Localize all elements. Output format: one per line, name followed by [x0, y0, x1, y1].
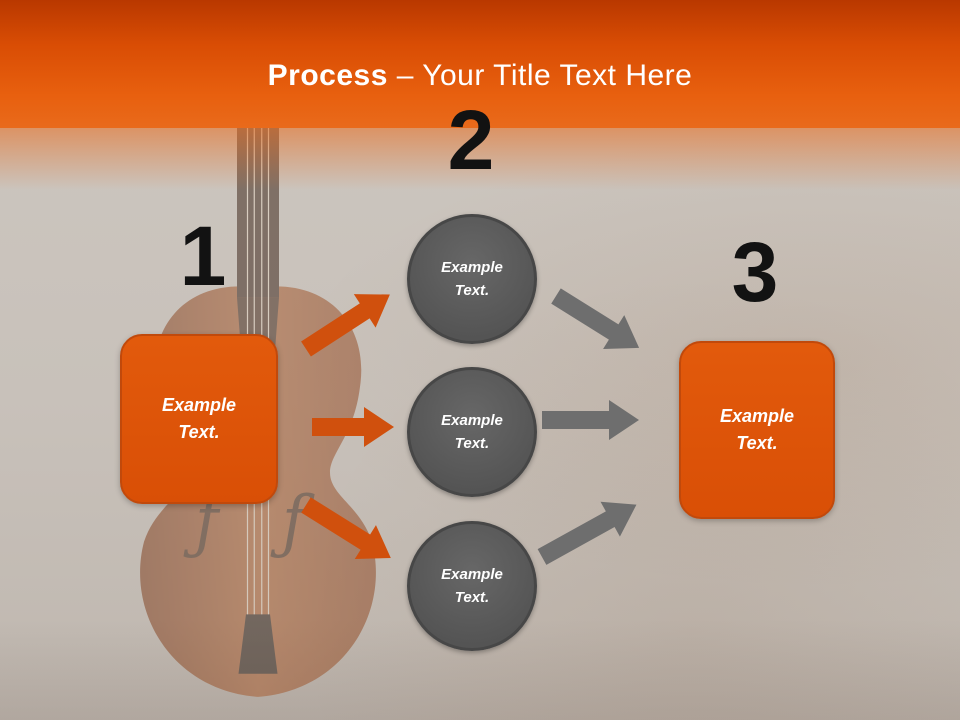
step2-circle-3-label: Example Text.	[441, 565, 503, 606]
arrow-circle1-to-step3	[551, 288, 640, 349]
gray-arrow-group	[537, 288, 640, 565]
arrow-circle3-to-step3	[537, 501, 637, 565]
step-number-2: 2	[447, 93, 495, 187]
violin-tailpiece	[238, 614, 278, 674]
step-number-3: 3	[731, 225, 779, 319]
title-banner	[0, 0, 960, 128]
step3-box: Example Text.	[679, 341, 835, 519]
violin-f-hole: ƒ	[270, 481, 316, 562]
step2-circle-2: Example Text.	[407, 367, 537, 497]
title-bold-text: Process	[267, 59, 388, 92]
arrow-circle2-to-step3	[542, 400, 639, 440]
step3-box-label: Example Text.	[719, 406, 795, 453]
step2-circle-1: Example Text.	[407, 214, 537, 344]
step2-circle-2-label: Example Text.	[441, 411, 503, 452]
arrow-step1-to-circle1	[301, 294, 390, 357]
arrow-step1-to-circle2	[312, 407, 394, 447]
slide-title: Process – Your Title Text Here	[0, 56, 960, 96]
step2-circle-1-label: Example Text.	[441, 258, 503, 299]
step-number-1: 1	[179, 209, 227, 303]
step2-circle-3: Example Text.	[407, 521, 537, 651]
orange-arrow-group	[301, 294, 394, 560]
arrow-step1-to-circle3	[301, 497, 391, 560]
step1-box-label: Example Text.	[161, 395, 237, 442]
title-regular-text: – Your Title Text Here	[396, 59, 693, 92]
step1-box: Example Text.	[120, 334, 278, 504]
